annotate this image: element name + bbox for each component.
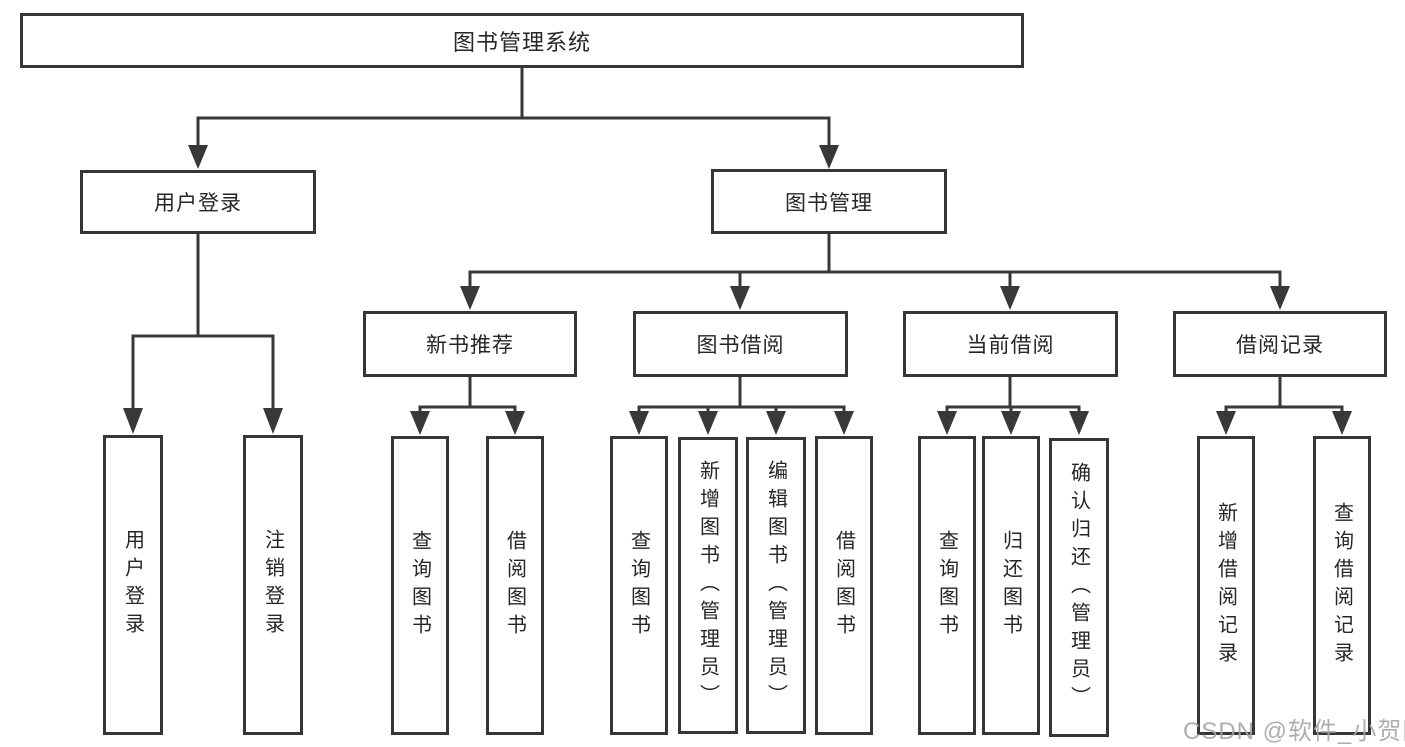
leaf-user-login: 用户登录 [103, 435, 163, 735]
node-book-borrow: 图书借阅 [633, 311, 848, 377]
node-borrow-records: 借阅记录 [1173, 311, 1387, 377]
leaf-return-book: 归还图书 [982, 436, 1040, 735]
leaf-query-book-rec: 查询图书 [391, 436, 449, 735]
leaf-borrow-book: 借阅图书 [815, 436, 873, 735]
leaf-confirm-return-admin: 确认归还（管理员） [1049, 438, 1109, 737]
leaf-query-book-current: 查询图书 [918, 436, 976, 735]
connector-path [131, 68, 1344, 415]
node-root-system: 图书管理系统 [20, 13, 1024, 68]
node-new-book-recommend: 新书推荐 [363, 311, 577, 377]
csdn-watermark: CSDN @软件_小贺同学 [1183, 718, 1405, 745]
leaf-edit-book-admin: 编辑图书（管理员） [746, 437, 806, 734]
leaf-logout: 注销登录 [243, 435, 303, 735]
node-current-borrow: 当前借阅 [903, 311, 1118, 377]
leaf-borrow-book-rec: 借阅图书 [486, 436, 544, 735]
leaf-add-book-admin: 新增图书（管理员） [678, 437, 738, 734]
node-book-management: 图书管理 [711, 169, 947, 234]
leaf-query-borrow-record: 查询借阅记录 [1313, 436, 1371, 735]
leaf-add-borrow-record: 新增借阅记录 [1197, 436, 1255, 735]
arrowheads [123, 145, 1352, 435]
leaf-query-book-borrow: 查询图书 [610, 436, 668, 735]
node-user-login: 用户登录 [80, 170, 316, 234]
